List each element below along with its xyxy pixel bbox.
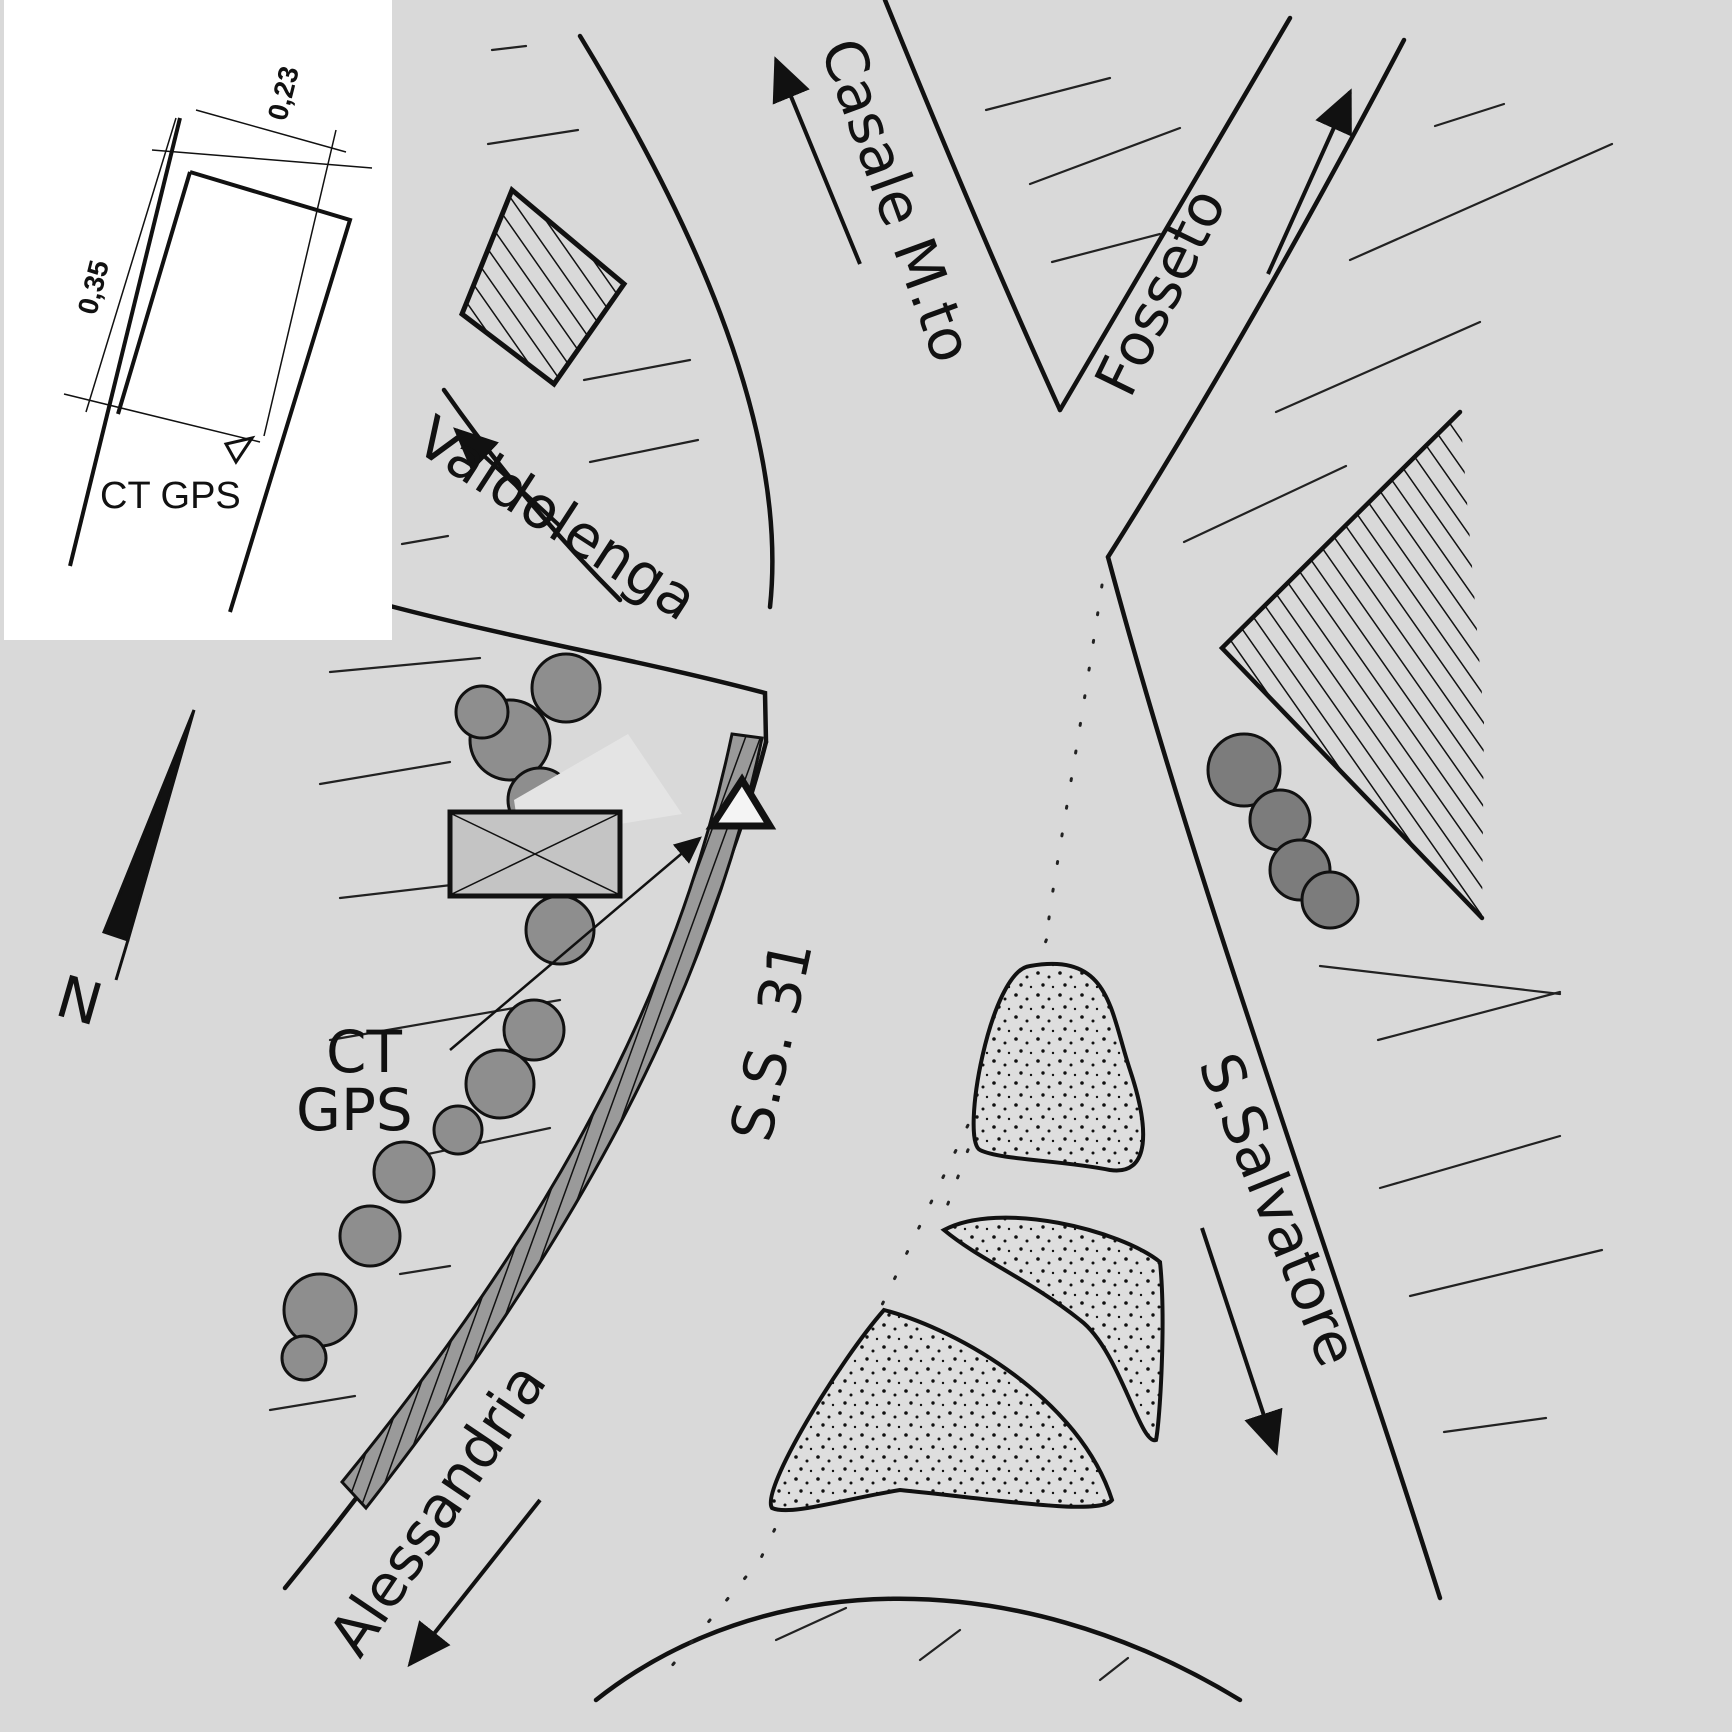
- north-arrow: N: [49, 709, 196, 1039]
- station-label-line2: GPS: [296, 1076, 413, 1144]
- station-label: CT GPS: [296, 1018, 413, 1144]
- inset-label: CT GPS: [100, 475, 241, 517]
- label-salvatore: S.Salvatore: [1185, 1044, 1372, 1376]
- inset-gps-triangle-icon: [223, 435, 256, 465]
- label-valdolenga: Valdolenga: [404, 403, 709, 634]
- arrow-alessandria: [407, 1498, 542, 1668]
- building-east: [1222, 412, 1484, 918]
- traffic-island-south: [768, 1307, 1115, 1513]
- shrubs-west: [280, 652, 602, 1382]
- north-label: N: [49, 962, 109, 1039]
- arrow-salvatore: [1200, 1227, 1283, 1456]
- dotted-edges: [658, 583, 1104, 1682]
- inset-panel: 0,23 0,35 CT GPS: [4, 0, 392, 640]
- arrow-fosseto: [1266, 88, 1352, 275]
- traffic-island-north: [971, 962, 1146, 1173]
- arrow-casale: [772, 56, 862, 265]
- building-east-outline: [1218, 409, 1485, 921]
- station-label-line1: CT: [326, 1018, 402, 1086]
- label-ss31: S.S. 31: [717, 934, 826, 1146]
- field-strokes: [268, 44, 1614, 1682]
- label-fosseto: Fosseto: [1081, 178, 1239, 407]
- station-pointer-arrow: [449, 836, 702, 1051]
- building-x-box: [447, 809, 623, 899]
- direction-arrows: [407, 56, 1352, 1668]
- gps-triangle-icon: [705, 773, 777, 830]
- shrubs-east: [1206, 732, 1360, 930]
- traffic-island-middle: [940, 1215, 1165, 1443]
- building-north-west: [458, 185, 628, 388]
- arrow-valdolenga: [453, 427, 562, 528]
